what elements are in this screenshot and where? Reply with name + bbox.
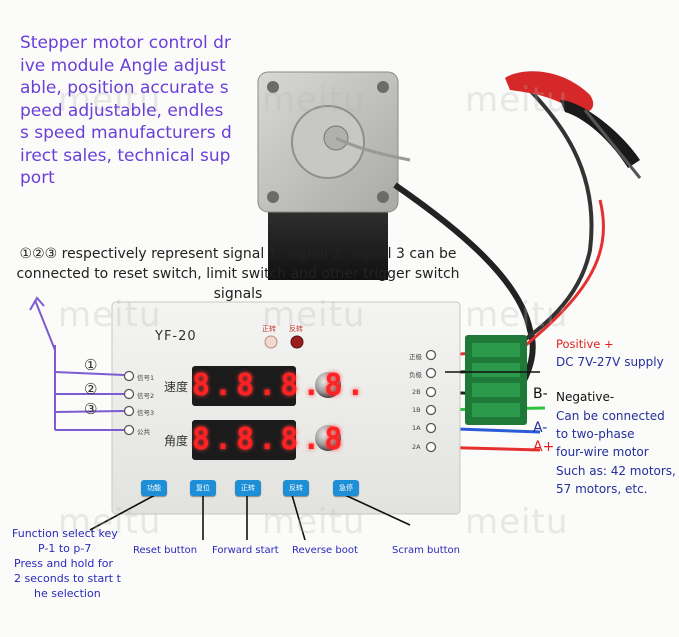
- control-panel: [111, 301, 461, 515]
- terminal-label-2b: 2B: [412, 388, 421, 396]
- watermark: meitu: [58, 80, 162, 120]
- function-key-line-2: P-1 to p-7: [38, 542, 92, 555]
- callout-lines: [89, 371, 540, 541]
- negative-label: Negative-: [556, 390, 615, 404]
- terminal-label-signal1: 信号1: [137, 374, 155, 382]
- motor-note-line-5: 57 motors, etc.: [556, 482, 648, 496]
- function-key-line-5: he selection: [34, 587, 101, 600]
- speed-display-label: 速度: [164, 380, 189, 394]
- scram-callout: Scram button: [392, 545, 460, 556]
- terminal-label-signal3: 信号3: [137, 409, 155, 417]
- watermark: meitu: [465, 502, 569, 542]
- terminal-label-negative: 负极: [409, 371, 422, 379]
- alligator-clips: [505, 71, 642, 179]
- reverse-button[interactable]: 反转: [283, 480, 309, 496]
- terminal-label-common: 公共: [137, 428, 150, 436]
- positive-label: Positive +: [556, 337, 614, 351]
- signal-bracket: [29, 296, 125, 431]
- scram-button[interactable]: 急停: [333, 480, 359, 496]
- angle-display: 8.8.8.8: [192, 420, 342, 460]
- terminal-label-signal2: 信号2: [137, 392, 155, 400]
- headline-text: Stepper motor control drive module Angle…: [20, 33, 232, 188]
- motor-note-line-2: to two-phase: [556, 427, 635, 441]
- function-key-line-4: 2 seconds to start t: [14, 572, 121, 585]
- angle-display-label: 角度: [164, 434, 189, 448]
- reverse-callout: Reverse boot: [292, 545, 358, 556]
- watermark: meitu: [465, 80, 569, 120]
- motor-note-line-4: Such as: 42 motors,: [556, 464, 676, 478]
- watermark: meitu: [58, 295, 162, 335]
- terminal-label-2a: 2A: [412, 443, 421, 451]
- forward-button[interactable]: 正转: [235, 480, 261, 496]
- watermark: meitu: [262, 80, 366, 120]
- watermark: meitu: [262, 295, 366, 335]
- motor-note-line-1: Can be connected: [556, 409, 665, 423]
- b-minus-label: B-: [533, 386, 548, 402]
- stepper-motor: [257, 71, 411, 280]
- led-reverse-label: 反转: [289, 325, 303, 333]
- a-plus-label: A+: [533, 439, 555, 455]
- reset-callout: Reset button: [133, 545, 198, 556]
- function-key-line-1: Function select key: [12, 527, 118, 540]
- left-terminal-holes: [123, 370, 135, 436]
- speed-display: 8.8.8.8.: [192, 366, 365, 406]
- function-key-line-3: Press and hold for: [14, 557, 113, 570]
- forward-callout: Forward start: [212, 545, 279, 556]
- terminal-block: [465, 335, 527, 425]
- watermark: meitu: [262, 502, 366, 542]
- signal-marker-3: ③: [84, 400, 98, 418]
- motor-note-line-3: four-wire motor: [556, 445, 649, 459]
- watermark: meitu: [58, 502, 162, 542]
- watermark: meitu: [465, 295, 569, 335]
- function-button[interactable]: 功能: [141, 480, 167, 496]
- terminal-label-1a: 1A: [412, 424, 421, 432]
- reset-button[interactable]: 复位: [190, 480, 216, 496]
- signal-note: ①②③ respectively represent signal 1, sig…: [16, 246, 460, 302]
- supply-label: DC 7V-27V supply: [556, 355, 664, 369]
- a-minus-label: A-: [533, 420, 548, 436]
- model-label: YF-20: [155, 329, 197, 344]
- signal-marker-2: ②: [84, 380, 98, 398]
- led-forward-label: 正转: [262, 325, 276, 333]
- terminal-label-positive: 正极: [409, 353, 422, 361]
- terminal-label-1b: 1B: [412, 406, 421, 414]
- signal-marker-1: ①: [84, 356, 98, 374]
- right-terminal-holes: [425, 349, 437, 453]
